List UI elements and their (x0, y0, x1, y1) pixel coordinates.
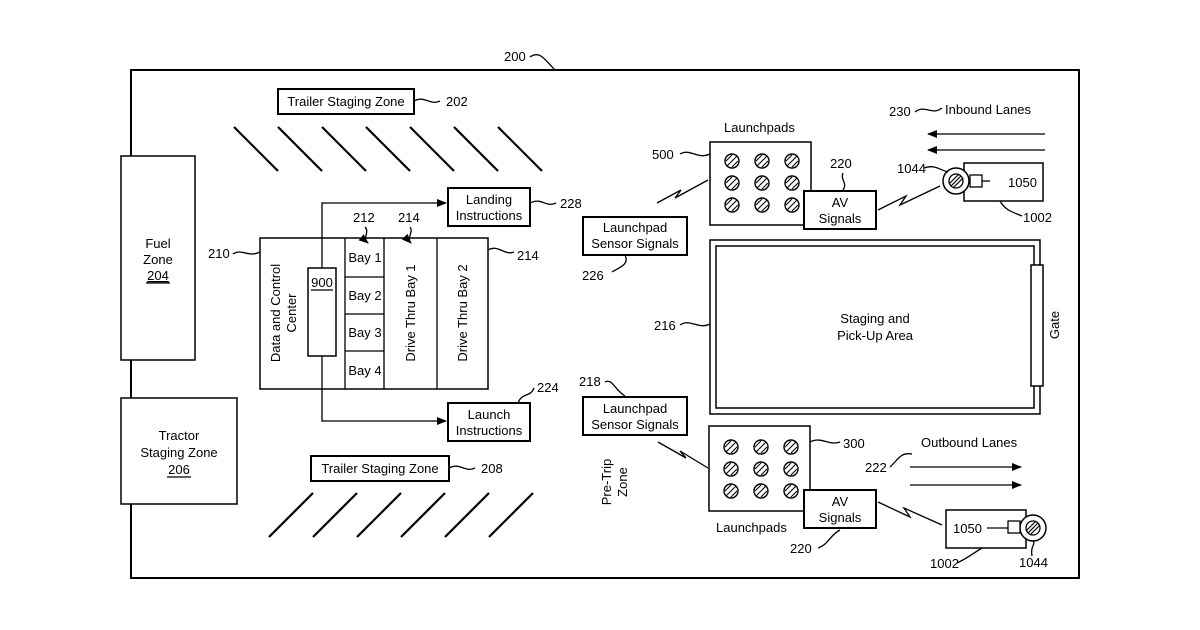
trailer-staging-zone-bottom: Trailer Staging Zone 208 (311, 456, 503, 481)
svg-text:Launchpad: Launchpad (603, 401, 667, 416)
svg-text:220: 220 (830, 156, 852, 171)
staging-pickup-area: Staging and Pick-Up Area Gate 216 (654, 240, 1062, 414)
svg-text:Pick-Up Area: Pick-Up Area (837, 328, 914, 343)
launchpad-sensor-signals-top: Launchpad Sensor Signals 226 (582, 217, 687, 283)
svg-text:Zone: Zone (615, 467, 630, 497)
launchpad-sensor-signals-bottom: Launchpad Sensor Signals 218 (579, 374, 687, 435)
svg-text:Trailer Staging Zone: Trailer Staging Zone (287, 94, 404, 109)
svg-text:Instructions: Instructions (456, 208, 523, 223)
svg-text:Instructions: Instructions (456, 423, 523, 438)
svg-text:Pre-Trip: Pre-Trip (599, 459, 614, 505)
tractor-staging-zone: Tractor Staging Zone 206 (121, 398, 237, 504)
ref-200: 200 (504, 49, 526, 64)
svg-text:Signals: Signals (819, 510, 862, 525)
zigzag-top-left (657, 180, 708, 203)
svg-text:204: 204 (147, 268, 169, 283)
ref-210: 210 (208, 246, 230, 261)
svg-text:1002: 1002 (930, 556, 959, 571)
svg-text:900: 900 (311, 275, 333, 290)
ref-212: 212 (353, 210, 375, 225)
svg-text:Launch: Launch (468, 407, 511, 422)
ref-214a: 214 (398, 210, 420, 225)
svg-text:1044: 1044 (1019, 555, 1048, 570)
svg-text:226: 226 (582, 268, 604, 283)
svg-text:Launchpad: Launchpad (603, 220, 667, 235)
svg-text:230: 230 (889, 104, 911, 119)
svg-text:Staging and: Staging and (840, 311, 909, 326)
zigzag-top-right (878, 186, 940, 210)
svg-text:Bay 1: Bay 1 (348, 250, 381, 265)
svg-text:1044: 1044 (897, 161, 926, 176)
svg-text:Center: Center (284, 293, 299, 333)
svg-text:Signals: Signals (819, 211, 862, 226)
hatch-bottom (269, 493, 533, 537)
hatch-top (234, 127, 542, 171)
pre-trip-zone: Pre-Trip Zone (599, 459, 630, 505)
svg-text:Landing: Landing (466, 192, 512, 207)
svg-text:Launchpads: Launchpads (716, 520, 787, 535)
svg-text:Fuel: Fuel (145, 236, 170, 251)
svg-text:Data and Control: Data and Control (268, 264, 283, 362)
svg-text:228: 228 (560, 196, 582, 211)
vehicle-top: 1050 1044 1002 (897, 161, 1052, 225)
svg-text:220: 220 (790, 541, 812, 556)
outbound-lanes: Outbound Lanes 222 (865, 435, 1021, 485)
svg-text:1050: 1050 (1008, 175, 1037, 190)
svg-text:Outbound Lanes: Outbound Lanes (921, 435, 1018, 450)
svg-text:Drive Thru Bay 2: Drive Thru Bay 2 (455, 264, 470, 361)
svg-text:Sensor Signals: Sensor Signals (591, 236, 679, 251)
svg-text:Inbound Lanes: Inbound Lanes (945, 102, 1032, 117)
svg-text:Tractor: Tractor (159, 428, 200, 443)
svg-text:202: 202 (446, 94, 468, 109)
svg-text:222: 222 (865, 460, 887, 475)
zigzag-bottom-right (878, 502, 942, 525)
landing-instructions: Landing Instructions 228 (448, 188, 582, 226)
inbound-lanes: 230 Inbound Lanes (889, 102, 1045, 150)
fuel-zone: Fuel Zone 204 (121, 156, 195, 360)
svg-text:208: 208 (481, 461, 503, 476)
svg-text:Trailer Staging Zone: Trailer Staging Zone (321, 461, 438, 476)
svg-text:AV: AV (832, 195, 849, 210)
svg-text:1002: 1002 (1023, 210, 1052, 225)
svg-text:Gate: Gate (1047, 311, 1062, 339)
svg-text:AV: AV (832, 494, 849, 509)
trailer-staging-zone-top: Trailer Staging Zone 202 (278, 89, 468, 114)
svg-text:1050: 1050 (953, 521, 982, 536)
svg-text:224: 224 (537, 380, 559, 395)
svg-text:216: 216 (654, 318, 676, 333)
av-signals-top: AV Signals 220 (804, 156, 876, 229)
svg-text:Sensor Signals: Sensor Signals (591, 417, 679, 432)
svg-text:500: 500 (652, 147, 674, 162)
svg-text:Launchpads: Launchpads (724, 120, 795, 135)
svg-text:Drive Thru Bay 1: Drive Thru Bay 1 (403, 264, 418, 361)
svg-text:218: 218 (579, 374, 601, 389)
svg-text:206: 206 (168, 462, 190, 477)
zigzag-bottom-left (658, 442, 708, 468)
svg-text:Bay 4: Bay 4 (348, 363, 381, 378)
svg-text:Zone: Zone (143, 252, 173, 267)
data-control-center: Data and Control Center 900 Bay 1 Bay 2 … (260, 238, 488, 389)
svg-text:Staging Zone: Staging Zone (140, 445, 217, 460)
launchpads-top: Launchpads 500 (652, 120, 811, 225)
svg-text:300: 300 (843, 436, 865, 451)
svg-text:Bay 2: Bay 2 (348, 288, 381, 303)
svg-text:Bay 3: Bay 3 (348, 325, 381, 340)
vehicle-bottom: 1050 1002 1044 (930, 510, 1048, 571)
ref-214b: 214 (517, 248, 539, 263)
